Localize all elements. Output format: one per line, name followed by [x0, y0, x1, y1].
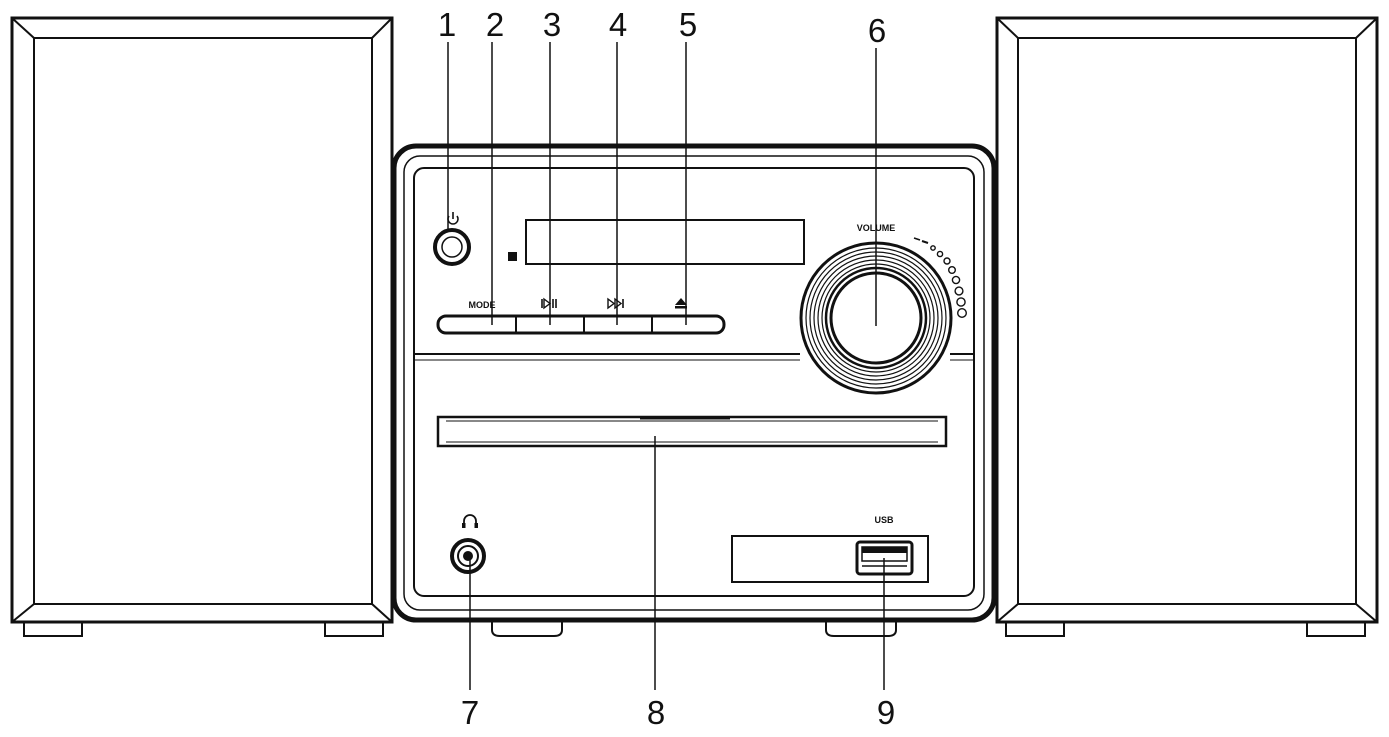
usb-label: USB: [874, 515, 894, 525]
mode-button[interactable]: [440, 318, 514, 331]
eject-button[interactable]: [654, 318, 722, 331]
callout-9: 9: [877, 694, 895, 731]
left-speaker: [10, 16, 394, 637]
play-pause-icon: [541, 297, 557, 310]
power-icon: [447, 212, 459, 225]
callout-4: 4: [609, 6, 627, 43]
button-bar: [436, 314, 726, 335]
callout-8: 8: [647, 694, 665, 731]
callout-3: 3: [543, 6, 561, 43]
mode-label: MODE: [469, 300, 496, 310]
skip-forward-button[interactable]: [586, 318, 650, 331]
eject-icon: [675, 298, 687, 309]
remote-sensor: [508, 252, 517, 261]
power-button[interactable]: [433, 228, 471, 266]
right-speaker-foot-right: [1306, 621, 1366, 637]
callout-1: 1: [438, 6, 456, 43]
left-speaker-foot-right: [324, 621, 384, 637]
volume-scale: [913, 237, 968, 319]
unit-foot-right: [825, 620, 897, 637]
headphones-icon: [462, 514, 478, 528]
callout-numbers: 1 2 3 4 5 6 7 8 9: [438, 6, 895, 731]
display-window: [525, 219, 805, 265]
usb-panel: [731, 535, 929, 583]
skip-forward-icon: [607, 297, 624, 310]
unit-foot-left: [491, 620, 563, 637]
callout-6: 6: [868, 12, 886, 49]
callout-7: 7: [461, 694, 479, 731]
right-speaker-foot-left: [1005, 621, 1065, 637]
left-speaker-foot-left: [23, 621, 83, 637]
callout-2: 2: [486, 6, 504, 43]
main-unit: MODE VOLUME: [391, 143, 997, 637]
headphone-jack[interactable]: [450, 538, 486, 574]
leader-lines: [447, 42, 885, 690]
callout-5: 5: [679, 6, 697, 43]
right-speaker: [995, 16, 1379, 637]
cd-slot[interactable]: [436, 415, 948, 448]
